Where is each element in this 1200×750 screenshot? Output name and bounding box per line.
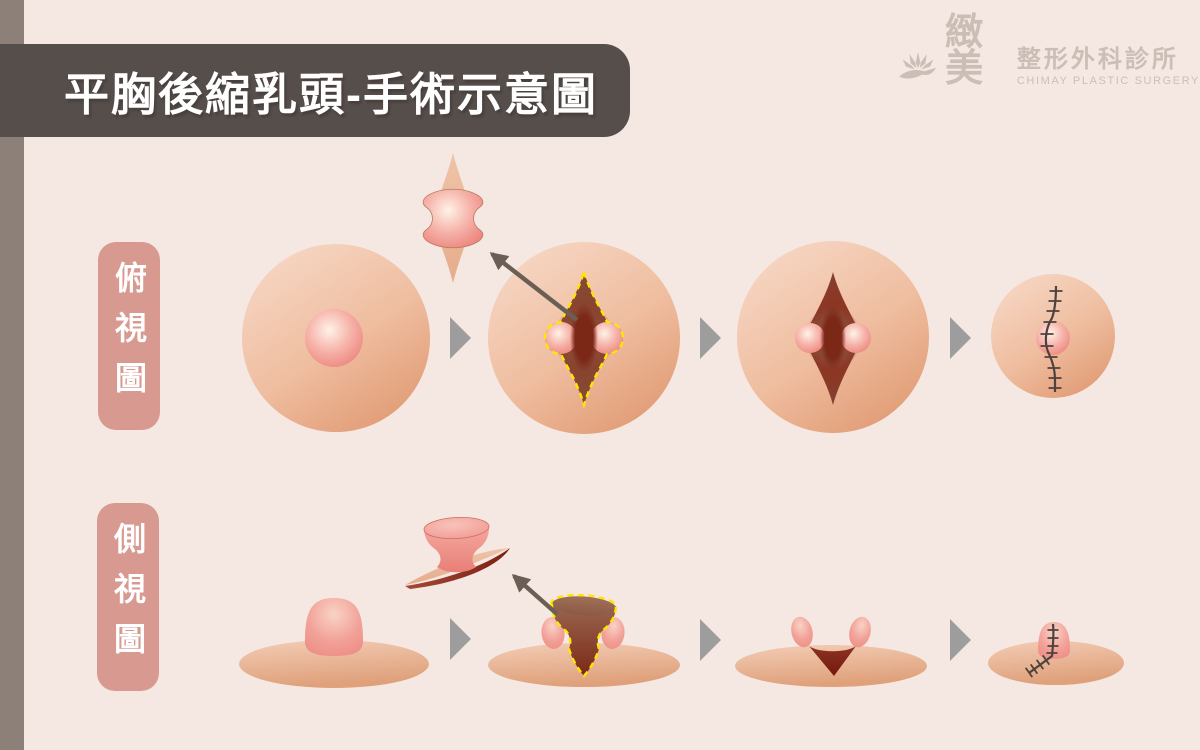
page-title: 平胸後縮乳頭-手術示意圖 bbox=[64, 69, 598, 120]
suture-ticks bbox=[1040, 290, 1063, 389]
nipple-circle bbox=[305, 309, 363, 367]
excised-nipple-spool bbox=[424, 528, 489, 573]
suture-ticks bbox=[1024, 629, 1059, 678]
wound-deep-shade bbox=[820, 306, 846, 370]
logo-text-block: 整形外科診所 CHIMAY PLASTIC SURGERY bbox=[1016, 45, 1200, 88]
areola-ellipse bbox=[239, 640, 429, 688]
topview-stage1-before bbox=[242, 244, 430, 432]
lotus-icon bbox=[899, 52, 937, 79]
stage-arrow-icon bbox=[950, 317, 971, 359]
topview-stage3-closing bbox=[737, 241, 929, 433]
nipple-circle bbox=[1036, 321, 1070, 355]
extraction-arrow-icon bbox=[489, 252, 579, 322]
excised-spool-top bbox=[423, 516, 490, 540]
extraction-arrow-icon bbox=[511, 574, 559, 616]
stage-arrow-icon bbox=[950, 619, 971, 661]
incision-dash-outline bbox=[550, 593, 618, 678]
topview-row bbox=[242, 153, 1115, 434]
stage-arrow-icon bbox=[450, 317, 471, 359]
title-banner: 平胸後縮乳頭-手術示意圖 bbox=[0, 44, 630, 137]
side-view-label-text: 側視圖 bbox=[110, 522, 146, 672]
closing-notch bbox=[809, 646, 856, 676]
excision-plug-top bbox=[552, 596, 616, 616]
topview-excised-tissue bbox=[422, 153, 484, 283]
logo-english-text: CHIMAY PLASTIC SURGERY bbox=[1016, 75, 1200, 88]
top-view-label-text: 俯視圖 bbox=[111, 261, 147, 411]
nipple-half-left bbox=[795, 323, 825, 353]
suture-line bbox=[1044, 285, 1058, 392]
stage-arrow-icon bbox=[450, 618, 471, 660]
nipple-half-left bbox=[791, 616, 813, 648]
excised-nipple-core bbox=[422, 188, 484, 249]
areola-ellipse bbox=[988, 641, 1124, 685]
excised-blade-underside bbox=[405, 548, 510, 589]
nipple-half-right bbox=[591, 322, 623, 354]
label-top-view: 俯視圖 bbox=[98, 242, 160, 430]
stage-arrow-icon bbox=[700, 619, 721, 661]
sideview-stage4-sutured bbox=[988, 622, 1124, 685]
nipple-half-right bbox=[849, 616, 871, 648]
logo-clinic-text: 整形外科診所 bbox=[1016, 45, 1179, 73]
clinic-logo: 緻美 整形外科診所 CHIMAY PLASTIC SURGERY bbox=[898, 12, 1200, 91]
label-side-view: 側視圖 bbox=[97, 503, 159, 691]
sideview-stage1-before bbox=[239, 598, 429, 688]
topview-stage2-incision bbox=[488, 242, 680, 434]
topview-stage4-sutured bbox=[991, 274, 1115, 398]
sideview-stage3-closing bbox=[735, 616, 927, 687]
sideview-stage2-incision bbox=[488, 574, 680, 687]
suture-line bbox=[1028, 623, 1055, 674]
nipple-half-left bbox=[545, 322, 577, 354]
sideview-row bbox=[239, 516, 1124, 688]
nipple-dome bbox=[305, 598, 363, 656]
nipple-half-right bbox=[841, 323, 871, 353]
sideview-excised-tissue bbox=[405, 516, 510, 589]
incision-dash-outline bbox=[543, 267, 625, 410]
wound-deep-shade bbox=[570, 304, 598, 372]
stage-arrow-icon bbox=[700, 317, 721, 359]
excision-plug-body bbox=[552, 606, 616, 676]
logo-brand-text: 緻美 bbox=[945, 12, 987, 91]
